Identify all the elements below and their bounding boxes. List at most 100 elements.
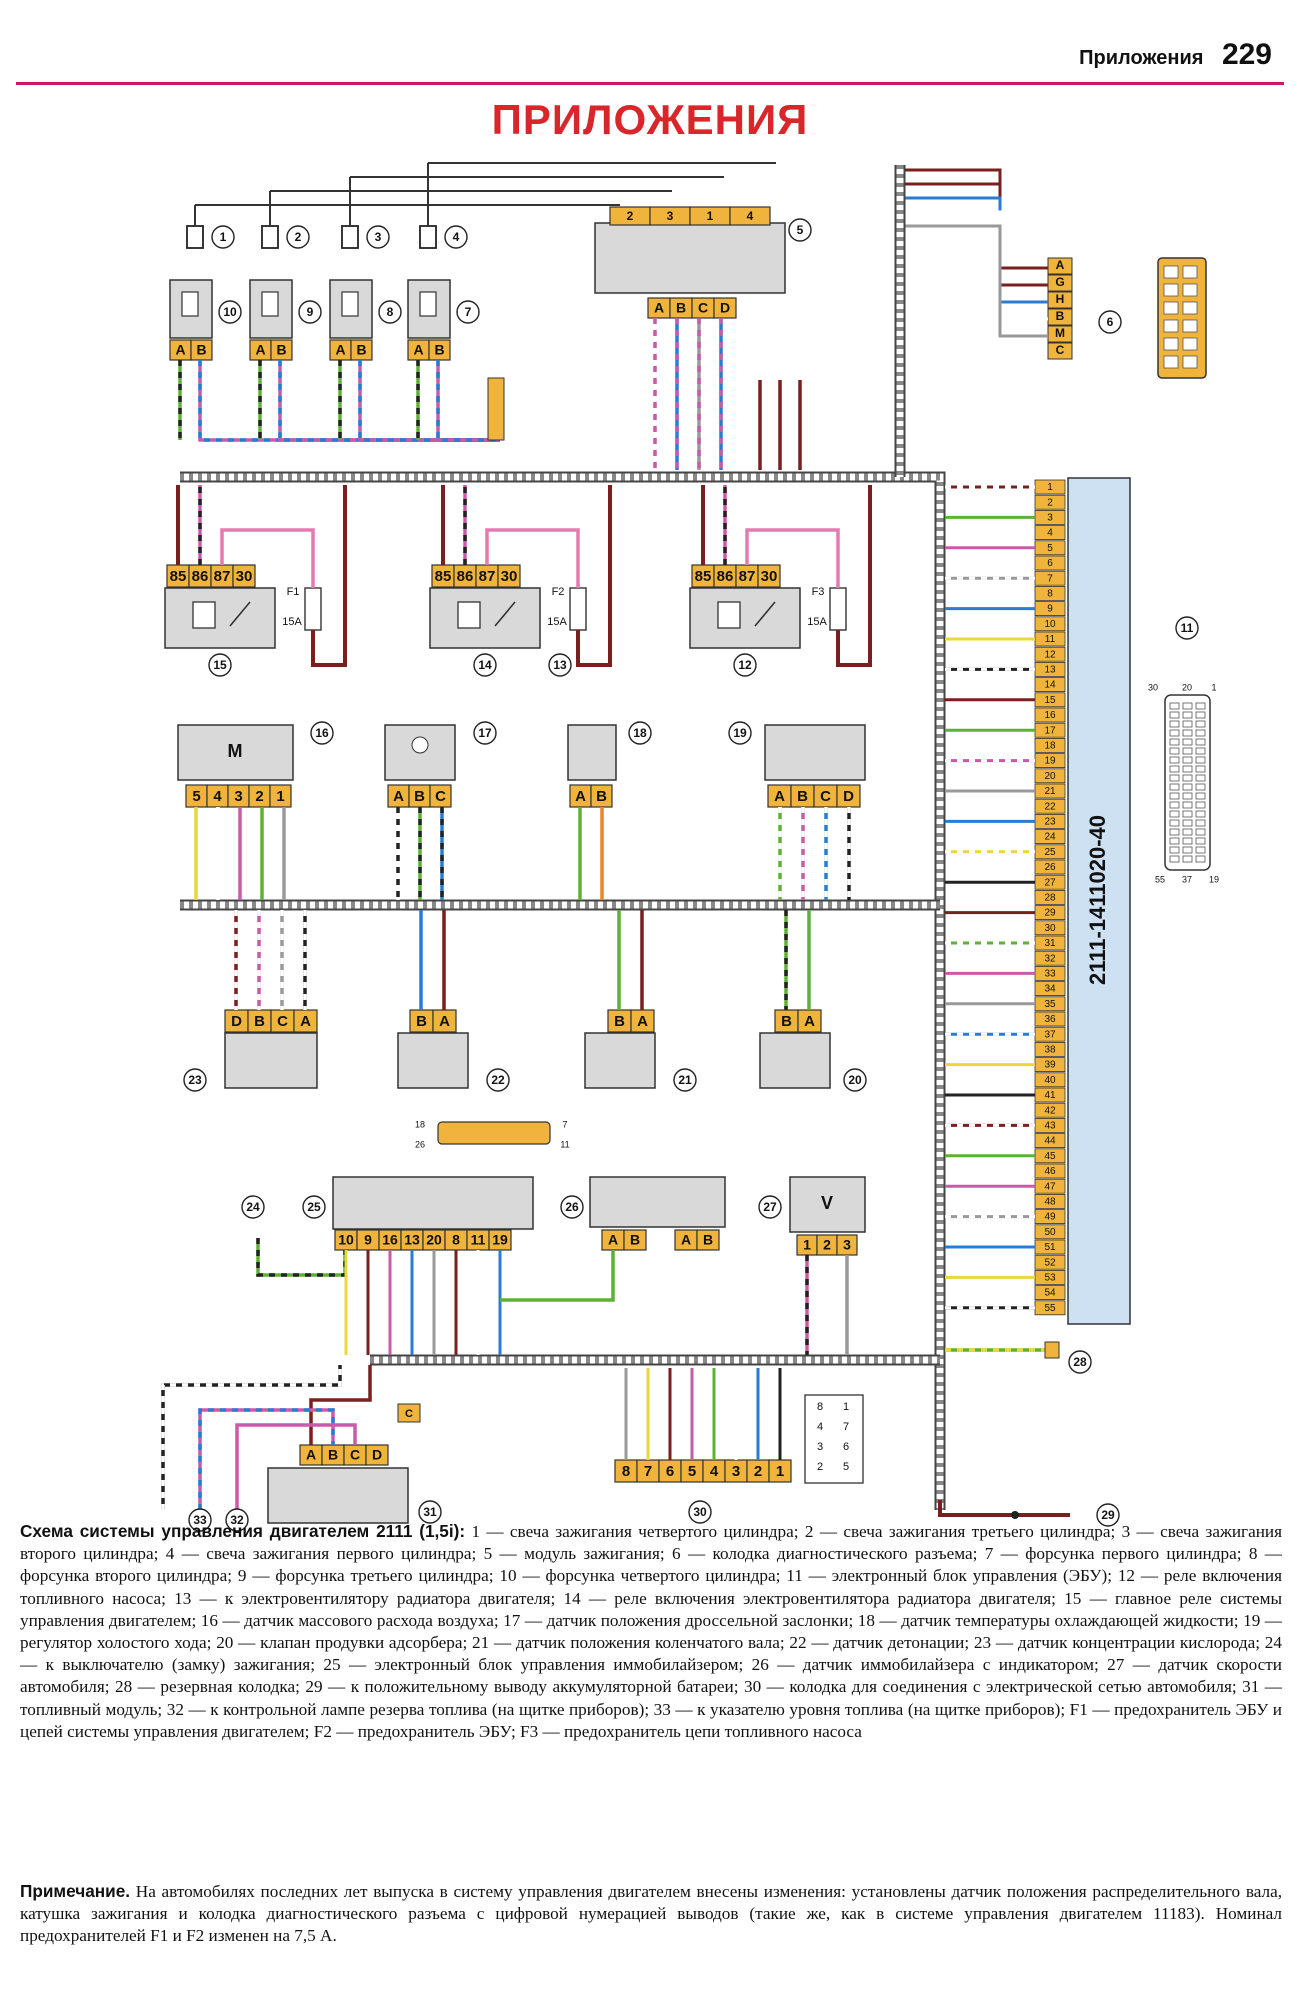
ign-top-pin-label: 2 <box>627 209 634 223</box>
callout-number: 17 <box>478 726 492 740</box>
fuse-F2 <box>569 587 587 631</box>
fuse-rating: 15A <box>547 616 567 628</box>
ecu-part-number: 2111-1411020-40 <box>1085 815 1110 985</box>
ecu-pin-label: 1 <box>1047 482 1053 493</box>
ecu-plug-cell <box>1195 810 1206 818</box>
injector-8-pin-label: B <box>356 342 366 358</box>
ecu-plug-end: 19 <box>1209 874 1219 884</box>
callout-circle <box>225 1508 249 1532</box>
ign-bottom-pin-label: D <box>720 300 730 316</box>
vehicle-pinout-label: 4 <box>817 1421 823 1433</box>
diag-plug-cell <box>1163 319 1179 333</box>
immo-sensor-b-pin <box>696 1229 720 1251</box>
ecu-pin-label: 30 <box>1044 923 1056 934</box>
ecu-pin <box>1034 1194 1066 1209</box>
iac-body <box>764 724 866 781</box>
ecu-plug-cell <box>1182 846 1193 854</box>
ecu-pin-label: 44 <box>1044 1136 1056 1147</box>
relay-15-pin <box>232 564 256 588</box>
callout-number: 13 <box>553 658 567 672</box>
ecu-plug-cell <box>1169 720 1180 728</box>
fuel-pin-label: C <box>350 1447 360 1463</box>
ecu-pin-label: 14 <box>1044 680 1056 691</box>
ecu-plug-cell <box>1195 738 1206 746</box>
diag-pin <box>1047 291 1073 309</box>
ignition-module <box>594 222 786 294</box>
diag-plug-cell <box>1182 355 1198 369</box>
wire-stripe <box>256 1238 347 1277</box>
battery-junction <box>1011 1511 1019 1519</box>
callout-number: 6 <box>1107 315 1114 329</box>
o2-pin-label: A <box>300 1013 311 1030</box>
callout-circle <box>302 1195 326 1219</box>
ecu-pin <box>1034 768 1066 784</box>
o2-pin-label: C <box>277 1013 288 1030</box>
tps-pin-label: A <box>393 788 404 805</box>
wire <box>485 528 580 588</box>
ign-top-pin-label: 1 <box>707 209 714 223</box>
immo-pin-label: 9 <box>364 1232 372 1248</box>
ecu-pin-label: 16 <box>1044 710 1056 721</box>
ecu-plug-cell <box>1195 855 1206 863</box>
ecu-pin-label: 36 <box>1044 1014 1056 1025</box>
ecu-pin-label: 38 <box>1044 1045 1056 1056</box>
relay-contact <box>754 601 776 627</box>
ecu-pin <box>1034 1072 1066 1088</box>
ckp-pin-label: B <box>614 1013 625 1030</box>
ecu-pin-label: 9 <box>1047 604 1053 615</box>
fuse-id: F3 <box>812 586 825 598</box>
diag-plug-cell <box>1163 337 1179 351</box>
speed-sensor-body <box>789 1176 866 1233</box>
tps-pin-label: B <box>414 788 425 805</box>
header-rule <box>16 82 1284 85</box>
callout-circle <box>673 1068 697 1092</box>
wire <box>220 528 315 588</box>
purge-pin-label: B <box>781 1013 792 1030</box>
maf-pin <box>269 784 292 808</box>
fuse-rating: 15A <box>807 616 827 628</box>
ecu-pin-label: 54 <box>1044 1288 1056 1299</box>
callout-number: 15 <box>213 658 227 672</box>
relay-15-pin-label: 86 <box>192 568 209 585</box>
injector-7-pin-label: B <box>434 342 444 358</box>
ecu-plug-cell <box>1195 792 1206 800</box>
callout-circle <box>286 225 310 249</box>
ecu-plug-cell <box>1182 837 1193 845</box>
speed-pin-label: 2 <box>823 1237 831 1253</box>
immo-sensor-plug-view <box>437 1121 551 1145</box>
diag-plug-cell <box>1163 355 1179 369</box>
injector-7-pin-label: A <box>413 342 423 358</box>
callout-number: 20 <box>848 1073 862 1087</box>
ckp-sensor-body <box>584 1032 656 1089</box>
ecu-pin-label: 8 <box>1047 589 1053 600</box>
ign-bottom-pin-label: A <box>654 300 664 316</box>
fuel-pin <box>365 1444 389 1466</box>
ecu-plug-cell <box>1195 846 1206 854</box>
wire <box>745 528 840 588</box>
ecu-plug-cell <box>1195 747 1206 755</box>
spark-plug-3 <box>341 225 359 249</box>
immo-pin-label: 16 <box>382 1232 398 1248</box>
iac-pin-label: D <box>843 788 854 805</box>
ecu-pin-label: 34 <box>1044 984 1056 995</box>
ecu-pin <box>1034 1042 1066 1057</box>
callout-number: 22 <box>491 1073 505 1087</box>
ecu-plug-end: 20 <box>1182 682 1192 692</box>
relay-14-pin-label: 85 <box>435 568 452 585</box>
ecu-plug-cell <box>1182 711 1193 719</box>
ecu-plug-cell <box>1182 738 1193 746</box>
callout-number: 31 <box>423 1505 437 1519</box>
ecu-plug-cell <box>1169 792 1180 800</box>
fuel-module-body <box>267 1467 409 1524</box>
injector-8-pin-label: A <box>335 342 345 358</box>
diag-pin <box>1047 308 1073 326</box>
relay-12-pin-label: 86 <box>717 568 734 585</box>
ecu-body <box>1067 477 1131 1325</box>
wire-stripe <box>198 1408 335 1510</box>
fuse-F3 <box>829 587 847 631</box>
speed-pin-label: 3 <box>843 1237 851 1253</box>
ecu-pin <box>1034 1224 1066 1240</box>
callout-circle <box>728 721 752 745</box>
ecu-plug-cell <box>1195 828 1206 836</box>
callout-number: 12 <box>738 658 752 672</box>
